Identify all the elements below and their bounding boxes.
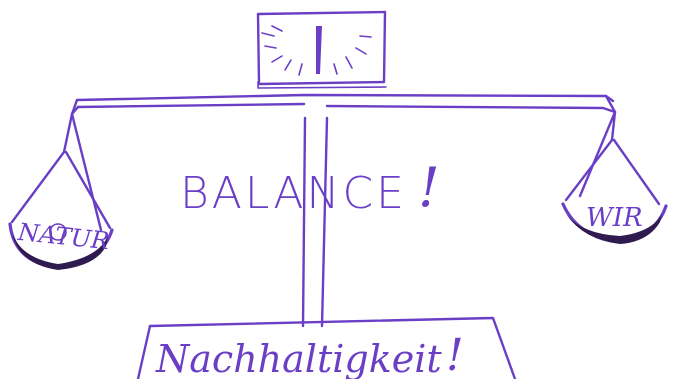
scale-pillar — [303, 118, 327, 326]
heading-text: BALANCE — [180, 168, 407, 219]
right-pan-label: WIR — [586, 203, 643, 233]
base-text: Nachhaltigkeit — [155, 337, 442, 379]
left-pan-label: NATUR — [16, 218, 111, 255]
dial-gauge-icon — [258, 12, 386, 88]
heading-exclamation: ! — [418, 156, 440, 219]
base-exclamation: ! — [446, 330, 464, 379]
scale-beam — [72, 95, 615, 114]
